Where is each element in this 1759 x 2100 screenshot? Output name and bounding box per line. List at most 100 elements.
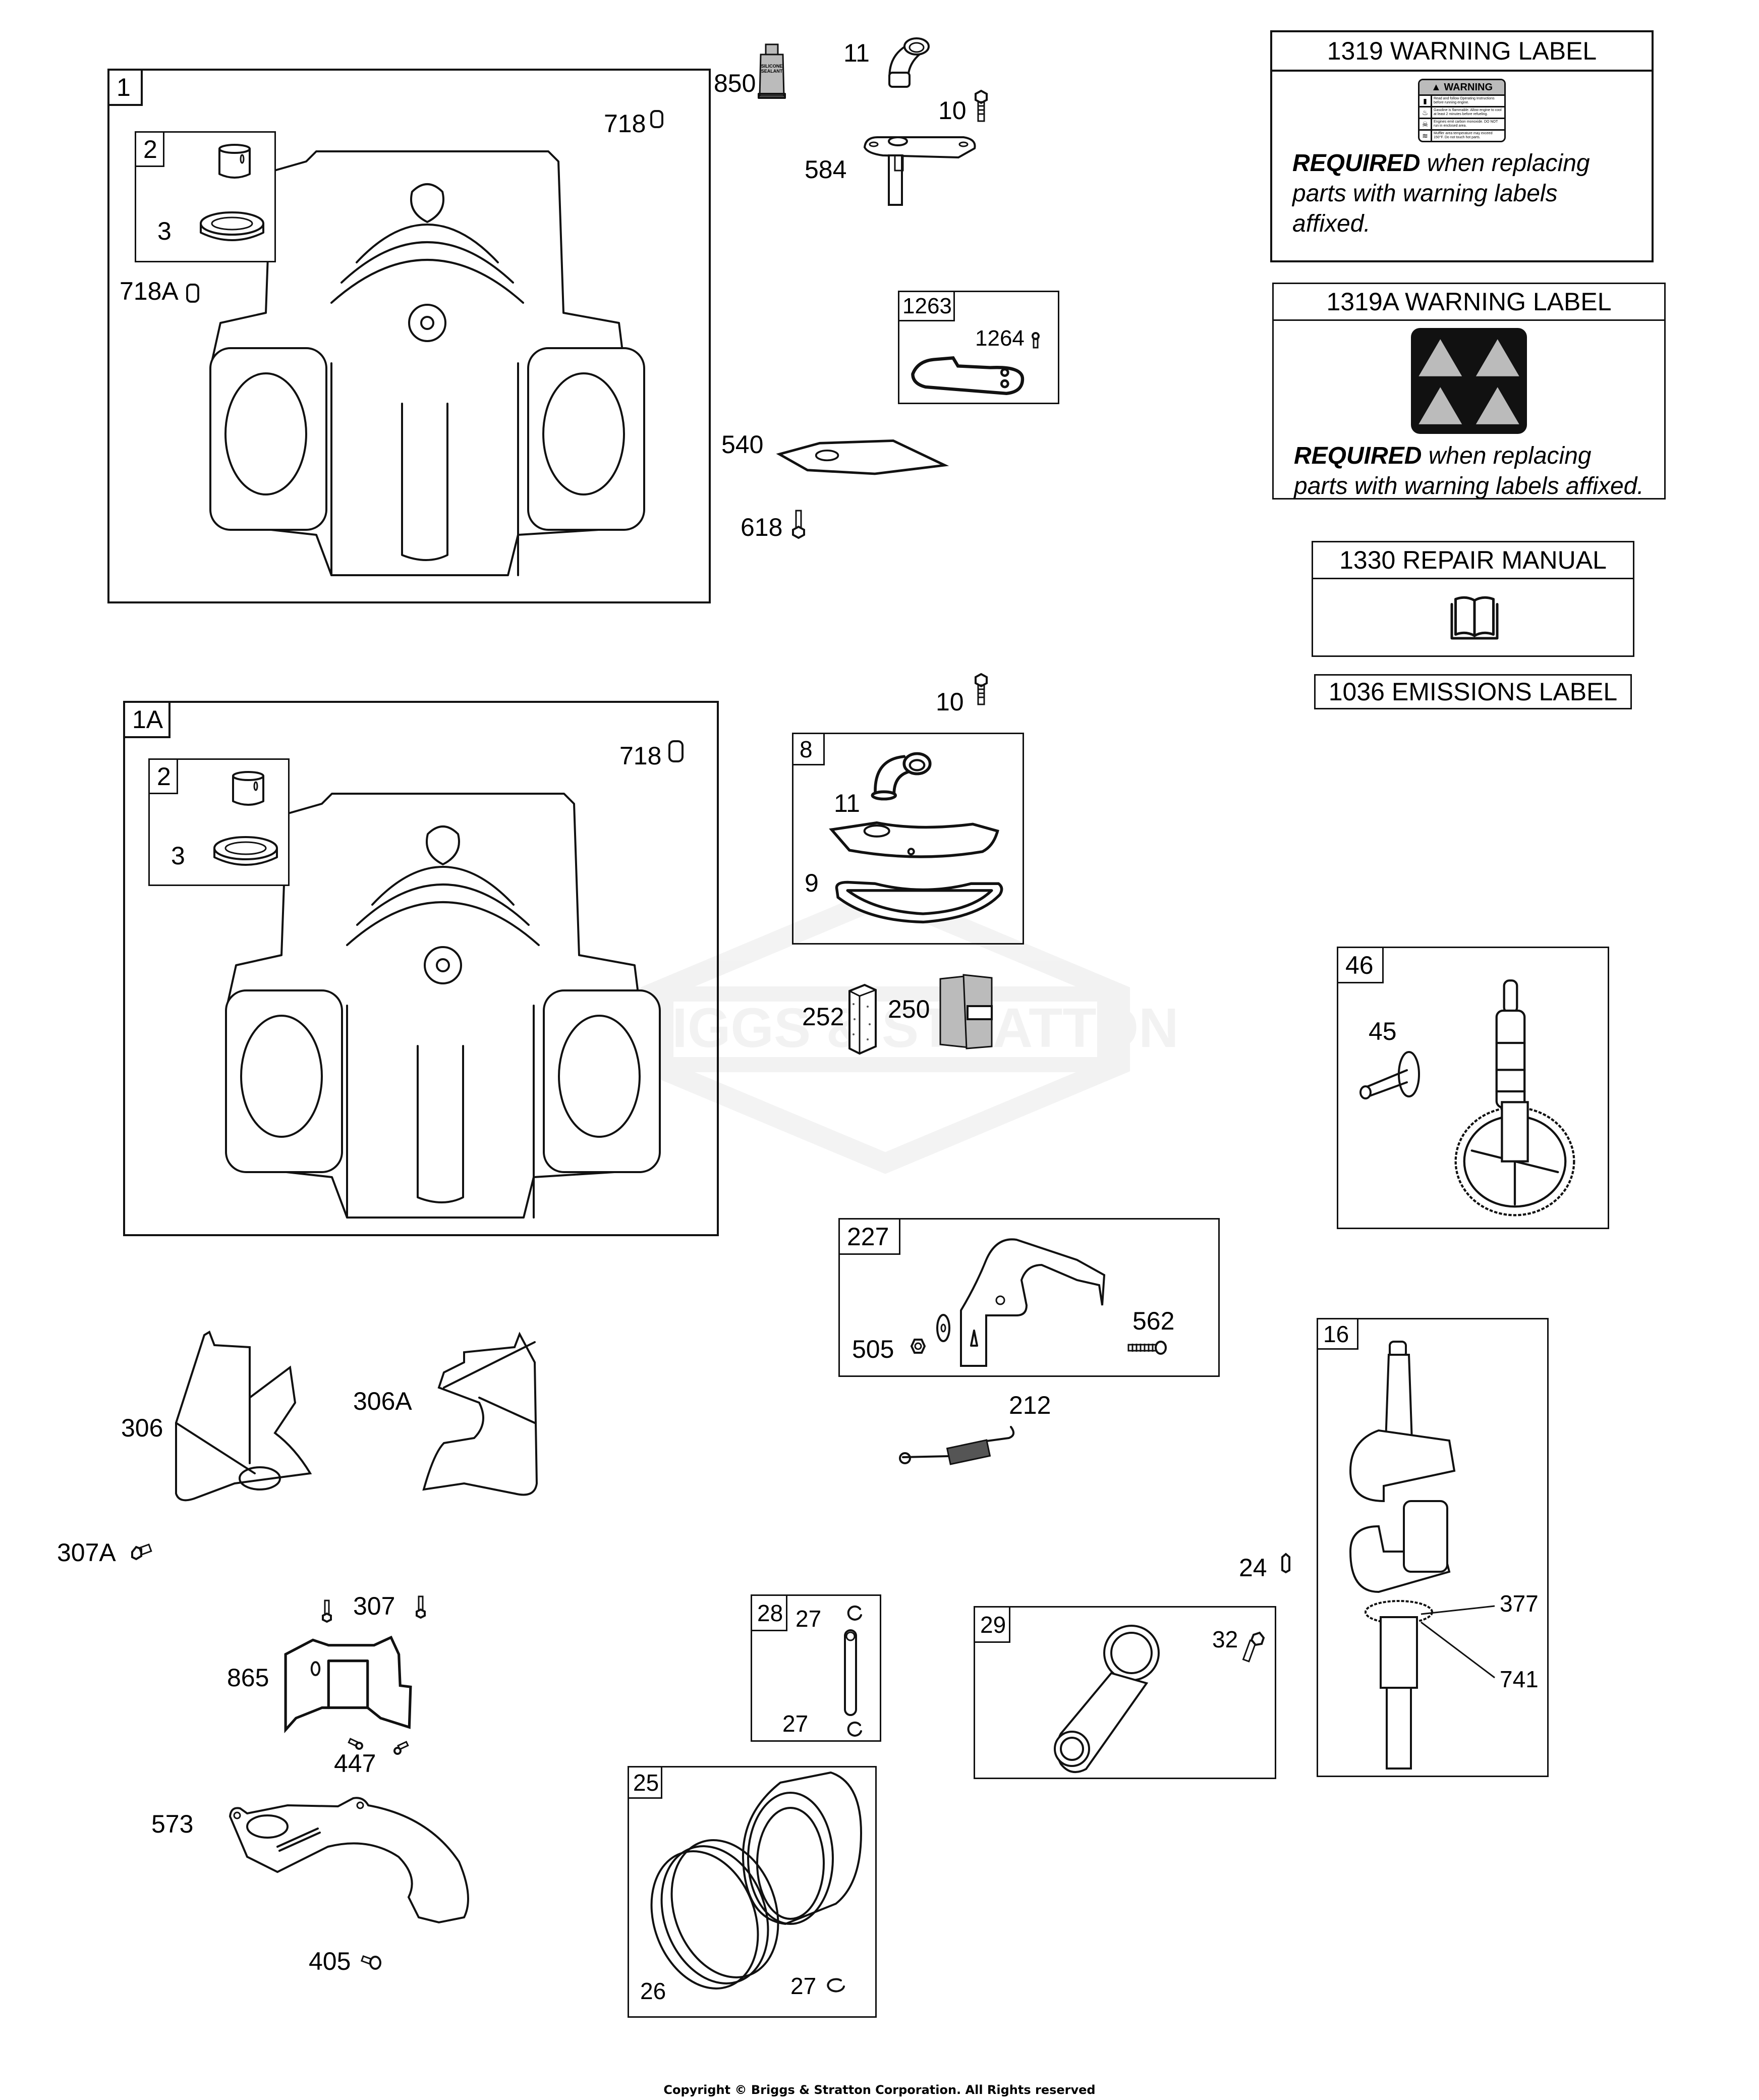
- dowel-pin-icon: [668, 740, 684, 762]
- dowel-pin-icon: [186, 284, 199, 303]
- pictogram-decal: [1411, 328, 1527, 434]
- group-1263-governor-assembly[interactable]: 1263 1264: [898, 291, 1059, 404]
- group-1-cylinder-assembly[interactable]: 1 2 3 718 718A: [107, 69, 711, 603]
- sealant-text-line-2: SEALANT: [761, 69, 783, 74]
- decal-row-text: Gasoline is flammable. Allow engine to c…: [1434, 108, 1502, 117]
- part-584-label[interactable]: 584: [805, 155, 847, 184]
- seal-icon: [213, 836, 278, 866]
- part-718-label[interactable]: 718: [604, 109, 646, 138]
- part-32-label[interactable]: 32: [1212, 1626, 1238, 1652]
- bolt-icon: [131, 1543, 152, 1561]
- part-718a-label[interactable]: 718A: [120, 277, 179, 305]
- group-2-bushing-kit[interactable]: 2 3: [148, 758, 290, 886]
- key-icon: [1281, 1553, 1290, 1574]
- group-28-ref: 28: [752, 1596, 787, 1631]
- bolt-icon: [792, 510, 805, 539]
- part-11-label[interactable]: 11: [843, 39, 870, 67]
- part-27-label[interactable]: 27: [790, 1973, 817, 1999]
- part-9-label[interactable]: 9: [805, 869, 819, 897]
- group-29-connecting-rod[interactable]: 29 32: [974, 1606, 1276, 1779]
- breather-plate-icon: [863, 136, 976, 206]
- group-46-ref: 46: [1338, 948, 1384, 983]
- part-26-label[interactable]: 26: [640, 1978, 666, 2004]
- part-306-label[interactable]: 306: [121, 1414, 163, 1442]
- part-718-label[interactable]: 718: [619, 742, 662, 770]
- screw-icon: [1032, 332, 1040, 349]
- part-11-label[interactable]: 11: [834, 789, 860, 817]
- part-10-label[interactable]: 10: [936, 688, 964, 716]
- group-8-breather-assembly[interactable]: 8 11 9: [792, 733, 1024, 945]
- part-24-label[interactable]: 24: [1239, 1554, 1267, 1582]
- part-865-label[interactable]: 865: [227, 1664, 269, 1692]
- group-25-ref: 25: [629, 1767, 662, 1799]
- warning-label-1319-requirement: REQUIRED when replacing parts with warni…: [1292, 150, 1590, 238]
- backplate-icon: [229, 1797, 469, 1924]
- part-3-label[interactable]: 3: [171, 842, 185, 870]
- bolt-icon: [1242, 1631, 1265, 1663]
- group-1a-cylinder-assembly[interactable]: 1A 2 3 718: [123, 701, 719, 1236]
- part-505-label[interactable]: 505: [852, 1335, 894, 1363]
- screw-icon: [1127, 1341, 1167, 1355]
- screw-icon: [393, 1741, 409, 1755]
- part-540-label[interactable]: 540: [721, 430, 764, 459]
- repair-manual-title: 1330 REPAIR MANUAL: [1313, 542, 1633, 579]
- part-250-label[interactable]: 250: [888, 995, 930, 1023]
- group-2-bushing-kit[interactable]: 2 3: [135, 131, 276, 262]
- retaining-ring-icon: [847, 1721, 862, 1737]
- warning-label-1319-title: 1319 WARNING LABEL: [1272, 32, 1652, 72]
- retaining-ring-icon: [827, 1978, 845, 1993]
- warning-label-1319a-title: 1319A WARNING LABEL: [1274, 284, 1664, 321]
- decal-row-text: Read and follow Operating Instructions b…: [1434, 97, 1495, 105]
- washer-icon: [936, 1314, 950, 1342]
- part-3-label[interactable]: 3: [157, 217, 172, 245]
- part-741-label[interactable]: 741: [1500, 1666, 1539, 1692]
- part-573-label[interactable]: 573: [151, 1810, 194, 1838]
- group-227-ref: 227: [840, 1220, 900, 1255]
- breather-gasket-icon: [835, 880, 1003, 924]
- part-618-label[interactable]: 618: [741, 513, 783, 541]
- part-307a-label[interactable]: 307A: [57, 1538, 116, 1567]
- part-447-label[interactable]: 447: [334, 1749, 376, 1778]
- warning-decal: ▲ WARNING ▮Read and follow Operating Ins…: [1418, 79, 1506, 143]
- bolt-icon: [975, 89, 988, 122]
- emissions-label-title: 1036 EMISSIONS LABEL: [1328, 678, 1618, 706]
- bushing-icon: [218, 144, 251, 179]
- part-1264-label[interactable]: 1264: [975, 326, 1025, 351]
- part-405-label[interactable]: 405: [309, 1947, 351, 1975]
- governor-spring-icon: [899, 1426, 1015, 1465]
- fumes-glyph-icon: ☠: [1420, 119, 1432, 130]
- hot-surface-glyph-icon: ≋: [1420, 131, 1432, 141]
- group-1a-ref: 1A: [125, 703, 171, 738]
- hazard-pictograms-icon: [1418, 339, 1519, 424]
- warning-label-1319-panel[interactable]: 1319 WARNING LABEL ▲ WARNING ▮Read and f…: [1270, 30, 1654, 262]
- part-850-label[interactable]: 850: [714, 69, 756, 97]
- warning-label-1319a-panel[interactable]: 1319A WARNING LABEL REQUIRED when replac…: [1272, 283, 1666, 500]
- part-252-label[interactable]: 252: [802, 1003, 844, 1031]
- group-227-control-bracket[interactable]: 227 505 562: [838, 1218, 1220, 1377]
- group-8-ref: 8: [793, 734, 825, 765]
- emissions-label-panel[interactable]: 1036 EMISSIONS LABEL: [1314, 674, 1632, 709]
- leader-line-377: [1421, 1605, 1495, 1679]
- part-307-label[interactable]: 307: [353, 1592, 395, 1620]
- group-16-crankshaft[interactable]: 16 377 741: [1317, 1318, 1549, 1777]
- part-27-label[interactable]: 27: [796, 1606, 822, 1632]
- mesh-filter-icon: [939, 974, 993, 1049]
- group-25-piston-assembly[interactable]: 25 26 27: [628, 1766, 877, 2018]
- screw-icon: [416, 1595, 426, 1619]
- part-562-label[interactable]: 562: [1132, 1307, 1175, 1335]
- group-46-camshaft-assembly[interactable]: 46 45: [1337, 947, 1609, 1229]
- warning-decal-header: WARNING: [1444, 82, 1493, 93]
- crankshaft-icon: [1349, 1341, 1456, 1770]
- control-bracket-icon: [960, 1238, 1106, 1367]
- part-306a-label[interactable]: 306A: [353, 1387, 412, 1415]
- part-10-label[interactable]: 10: [938, 96, 967, 125]
- part-377-label[interactable]: 377: [1500, 1590, 1539, 1617]
- group-28-piston-pin-kit[interactable]: 28 27 27: [751, 1594, 881, 1742]
- part-45-label[interactable]: 45: [1369, 1017, 1397, 1045]
- part-212-label[interactable]: 212: [1009, 1391, 1051, 1419]
- camshaft-gear-icon: [1454, 979, 1575, 1217]
- part-27-label[interactable]: 27: [782, 1710, 809, 1737]
- gasket-icon: [776, 439, 949, 475]
- group-29-ref: 29: [975, 1608, 1010, 1643]
- repair-manual-panel[interactable]: 1330 REPAIR MANUAL: [1312, 541, 1634, 657]
